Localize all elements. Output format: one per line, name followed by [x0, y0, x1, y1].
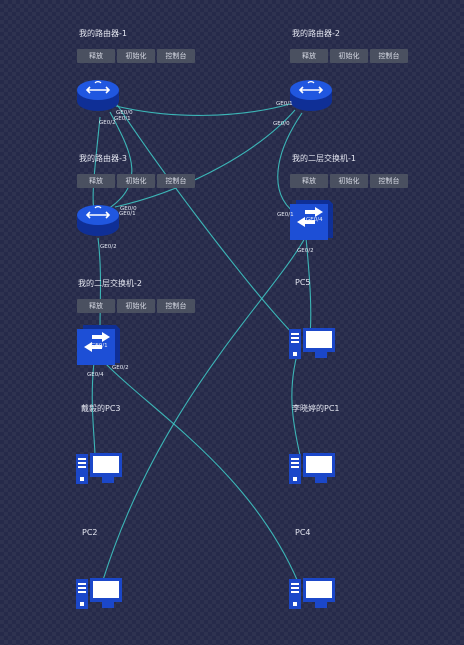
router1-init-button[interactable]: 初始化: [117, 49, 155, 63]
link-s1-pc2: [102, 237, 306, 581]
pc5-computer-icon[interactable]: [289, 328, 335, 360]
switch1-port-ge04: GE0/4: [306, 217, 323, 223]
pc3-title: 戴毅的PC3: [81, 404, 121, 413]
router1-router-icon[interactable]: [76, 77, 120, 113]
link-s2-pc4: [103, 361, 299, 583]
link-r1-s1: [92, 116, 101, 216]
router1-port-ge00: GE0/0: [116, 110, 133, 116]
router1-console-button[interactable]: 控制台: [157, 49, 195, 63]
router3-console-button[interactable]: 控制台: [157, 174, 195, 188]
router3-port-ge01: GE0/1: [119, 211, 136, 217]
router2-router-icon[interactable]: [289, 77, 333, 113]
switch2-init-button[interactable]: 初始化: [117, 299, 155, 313]
router3-port-ge00: GE0/0: [120, 206, 137, 212]
switch2-port-ge04: GE0/4: [87, 372, 104, 378]
router3-title: 我的路由器-3: [79, 154, 127, 163]
pc1-title: 李晓婷的PC1: [292, 404, 340, 413]
switch1-init-button[interactable]: 初始化: [330, 174, 368, 188]
router1-port-ge02: GE0/2: [99, 120, 116, 126]
pc4-computer-icon[interactable]: [289, 578, 335, 610]
router2-init-button[interactable]: 初始化: [330, 49, 368, 63]
switch1-title: 我的二层交换机-1: [292, 154, 356, 163]
router2-release-button[interactable]: 释放: [290, 49, 328, 63]
switch1-switch-icon[interactable]: [289, 198, 335, 242]
switch1-release-button[interactable]: 释放: [290, 174, 328, 188]
router1-title: 我的路由器-1: [79, 29, 127, 38]
switch1-console-button[interactable]: 控制台: [370, 174, 408, 188]
switch2-release-button[interactable]: 释放: [77, 299, 115, 313]
router2-console-button[interactable]: 控制台: [370, 49, 408, 63]
router3-release-button[interactable]: 释放: [77, 174, 115, 188]
switch2-title: 我的二层交换机-2: [78, 279, 142, 288]
link-r1-r2: [111, 103, 291, 116]
switch2-console-button[interactable]: 控制台: [157, 299, 195, 313]
pc4-title: PC4: [295, 528, 311, 537]
router2-port-ge00: GE0/0: [273, 121, 290, 127]
pc2-computer-icon[interactable]: [76, 578, 122, 610]
pc3-computer-icon[interactable]: [76, 453, 122, 485]
router2-port-ge01: GE0/1: [276, 101, 293, 107]
router1-release-button[interactable]: 释放: [77, 49, 115, 63]
router3-init-button[interactable]: 初始化: [117, 174, 155, 188]
switch1-port-ge02: GE0/2: [297, 248, 314, 254]
switch1-port-ge01: GE0/1: [277, 212, 294, 218]
link-r2-r3: [114, 109, 296, 208]
switch2-port-ge02: GE0/2: [112, 365, 129, 371]
router3-port-ge02: GE0/2: [100, 244, 117, 250]
switch2-switch-icon[interactable]: [76, 323, 122, 367]
pc2-title: PC2: [82, 528, 98, 537]
switch2-port-ge01: GE0/1: [91, 343, 108, 349]
router2-title: 我的路由器-2: [292, 29, 340, 38]
pc5-title: PC5: [295, 278, 311, 287]
router1-port-ge01: GE0/1: [114, 116, 131, 122]
pc1-computer-icon[interactable]: [289, 453, 335, 485]
router3-router-icon[interactable]: [76, 202, 120, 238]
